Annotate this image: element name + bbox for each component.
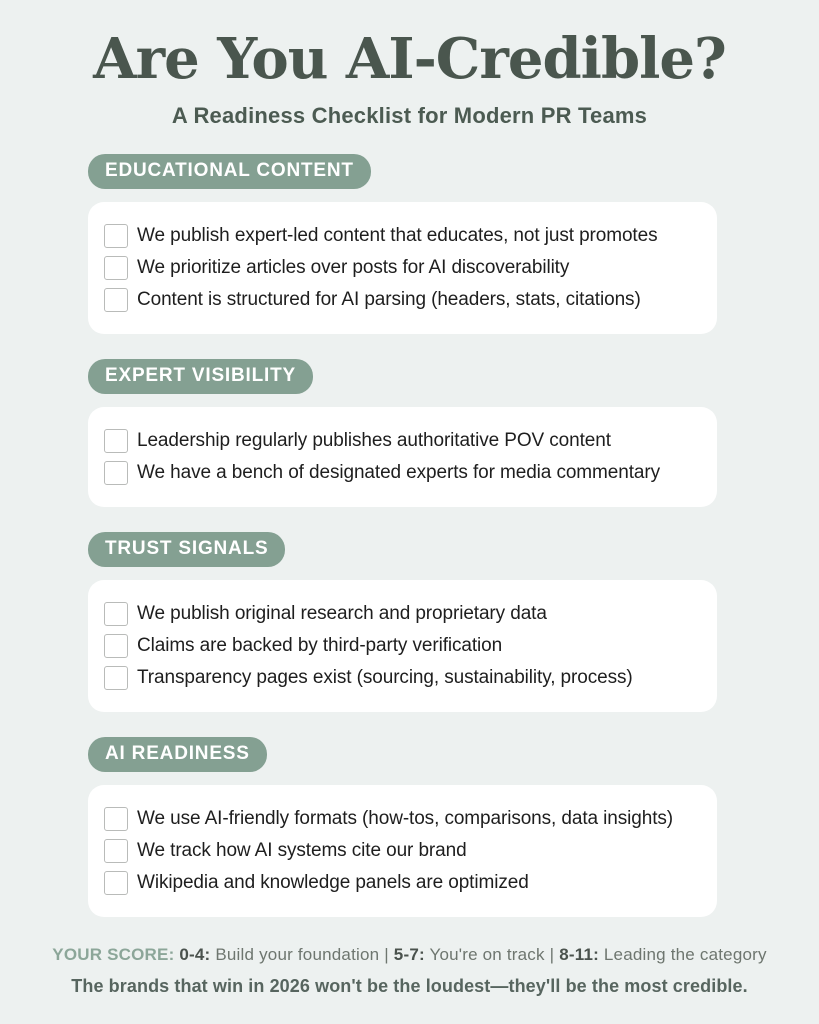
section-educational-content: EDUCATIONAL CONTENT We publish expert-le… [88, 154, 717, 335]
checklist-item: We track how AI systems cite our brand [104, 839, 697, 864]
checklist-card: We publish expert-led content that educa… [88, 202, 717, 335]
checkbox[interactable] [104, 871, 128, 896]
checkbox[interactable] [104, 807, 128, 832]
checkbox[interactable] [104, 429, 128, 454]
checkbox[interactable] [104, 602, 128, 627]
section-expert-visibility: EXPERT VISIBILITY Leadership regularly p… [88, 359, 717, 508]
page-title: Are You AI-Credible? [93, 26, 727, 92]
section-pill: EXPERT VISIBILITY [88, 359, 313, 395]
item-label: We have a bench of designated experts fo… [137, 462, 660, 484]
checklist-item: Claims are backed by third-party verific… [104, 634, 697, 659]
item-label: Wikipedia and knowledge panels are optim… [137, 872, 529, 894]
checklist-content: EDUCATIONAL CONTENT We publish expert-le… [88, 154, 717, 918]
score-text-low: Build your foundation [215, 945, 380, 965]
item-label: We publish expert-led content that educa… [137, 225, 658, 247]
page-footer: YOUR SCORE: 0-4: Build your foundation |… [0, 945, 819, 997]
checkbox[interactable] [104, 288, 128, 313]
item-label: We track how AI systems cite our brand [137, 840, 467, 862]
checklist-card: We use AI-friendly formats (how-tos, com… [88, 785, 717, 918]
item-label: Claims are backed by third-party verific… [137, 635, 503, 657]
checkbox[interactable] [104, 461, 128, 486]
section-pill: EDUCATIONAL CONTENT [88, 154, 371, 190]
page-subtitle: A Readiness Checklist for Modern PR Team… [171, 103, 648, 129]
checkbox[interactable] [104, 256, 128, 281]
checklist-item: Leadership regularly publishes authorita… [104, 429, 697, 454]
checklist-item: Wikipedia and knowledge panels are optim… [104, 871, 697, 896]
item-label: Leadership regularly publishes authorita… [137, 430, 611, 452]
checklist-item: We publish original research and proprie… [104, 602, 697, 627]
item-label: Content is structured for AI parsing (he… [137, 289, 641, 311]
score-range-high: 8-11: [559, 945, 599, 965]
score-separator: | [549, 945, 555, 965]
score-text-mid: You're on track [429, 945, 545, 965]
checklist-card: We publish original research and proprie… [88, 580, 717, 713]
checkbox[interactable] [104, 839, 128, 864]
section-pill: TRUST SIGNALS [88, 532, 286, 568]
item-label: Transparency pages exist (sourcing, sust… [137, 667, 633, 689]
score-label: YOUR SCORE: [52, 945, 175, 965]
checkbox[interactable] [104, 634, 128, 659]
checklist-item: We have a bench of designated experts fo… [104, 461, 697, 486]
checklist-item: We prioritize articles over posts for AI… [104, 256, 697, 281]
page-header: Are You AI-Credible? A Readiness Checkli… [0, 0, 819, 129]
section-trust-signals: TRUST SIGNALS We publish original resear… [88, 532, 717, 713]
checklist-card: Leadership regularly publishes authorita… [88, 407, 717, 508]
score-text-high: Leading the category [603, 945, 767, 965]
item-label: We use AI-friendly formats (how-tos, com… [137, 808, 674, 830]
checklist-item: We publish expert-led content that educa… [104, 224, 697, 249]
checkbox[interactable] [104, 224, 128, 249]
checklist-item: Content is structured for AI parsing (he… [104, 288, 697, 313]
checklist-item: Transparency pages exist (sourcing, sust… [104, 666, 697, 691]
score-range-low: 0-4: [179, 945, 211, 965]
item-label: We prioritize articles over posts for AI… [137, 257, 570, 279]
item-label: We publish original research and proprie… [137, 603, 547, 625]
footer-tagline: The brands that win in 2026 won't be the… [71, 976, 748, 997]
checklist-item: We use AI-friendly formats (how-tos, com… [104, 807, 697, 832]
score-line: YOUR SCORE: 0-4: Build your foundation |… [0, 945, 819, 965]
section-pill: AI READINESS [88, 737, 267, 773]
score-range-mid: 5-7: [393, 945, 425, 965]
score-separator: | [384, 945, 389, 965]
checkbox[interactable] [104, 666, 128, 691]
section-ai-readiness: AI READINESS We use AI-friendly formats … [88, 737, 717, 918]
